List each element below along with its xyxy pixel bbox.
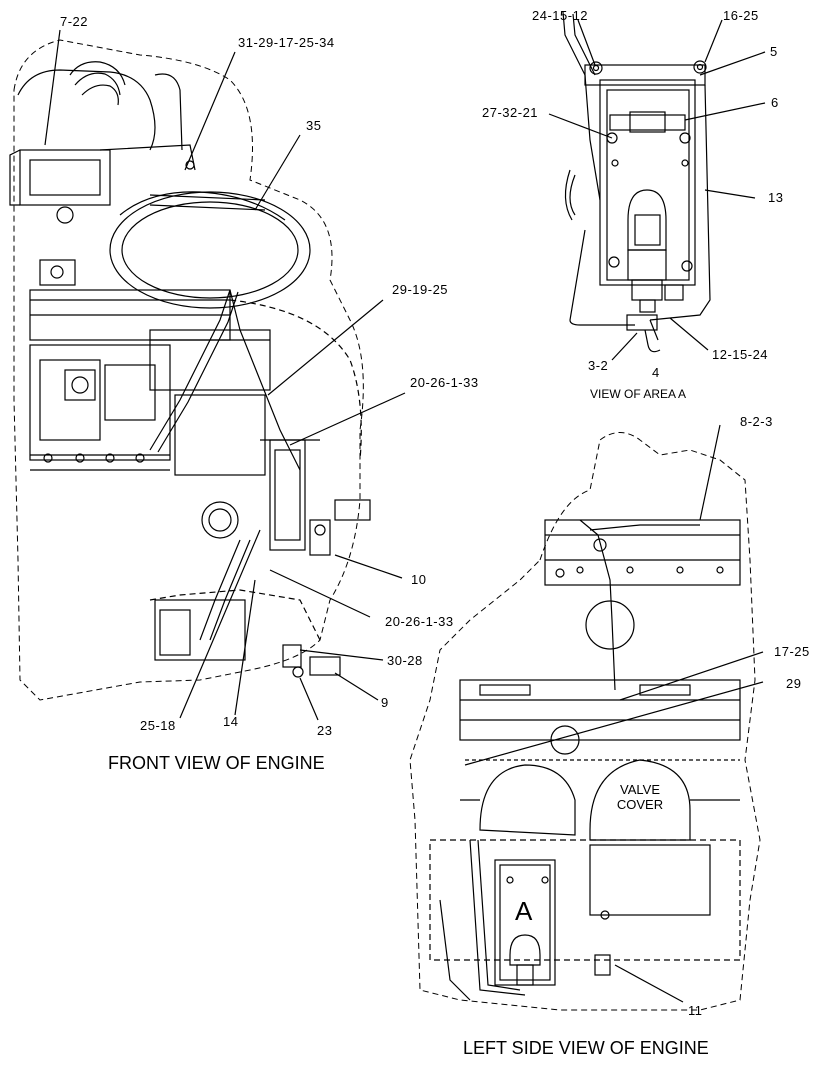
callout-31-29-17-25-34: 31-29-17-25-34 bbox=[238, 35, 335, 50]
callout-23: 23 bbox=[317, 723, 333, 738]
view-area-a-title: VIEW OF AREA A bbox=[590, 387, 687, 401]
callout-35: 35 bbox=[306, 118, 322, 133]
callout-7-22: 7-22 bbox=[60, 14, 89, 29]
valve-cover-label: VALVE COVER bbox=[605, 782, 675, 812]
callout-10: 10 bbox=[411, 572, 427, 587]
callout-24-15-12: 24-15-12 bbox=[532, 8, 589, 23]
callout-20-26-1-33-top: 20-26-1-33 bbox=[410, 375, 479, 390]
left-side-view-drawing bbox=[409, 424, 764, 1011]
callout-27-32-21: 27-32-21 bbox=[482, 105, 539, 120]
callout-12-15-24: 12-15-24 bbox=[712, 347, 769, 362]
callout-30-28: 30-28 bbox=[387, 653, 423, 668]
front-view-title: FRONT VIEW OF ENGINE bbox=[108, 753, 325, 773]
callout-8-2-3: 8-2-3 bbox=[740, 414, 773, 429]
callout-16-25: 16-25 bbox=[723, 8, 759, 23]
callout-14: 14 bbox=[223, 714, 239, 729]
valve-cover-line2: COVER bbox=[616, 797, 664, 812]
callout-11: 11 bbox=[688, 1003, 703, 1018]
callout-29: 29 bbox=[786, 676, 802, 691]
front-view-drawing bbox=[9, 29, 406, 721]
valve-cover-line1: VALVE bbox=[620, 782, 660, 797]
callout-13: 13 bbox=[768, 190, 784, 205]
callout-9: 9 bbox=[381, 695, 389, 710]
callout-3-2: 3-2 bbox=[588, 358, 609, 373]
callout-17-25: 17-25 bbox=[774, 644, 810, 659]
callout-6: 6 bbox=[771, 95, 779, 110]
area-a-marker: A bbox=[515, 896, 533, 926]
area-a-drawing bbox=[548, 11, 766, 361]
callout-20-26-1-33-bottom: 20-26-1-33 bbox=[385, 614, 454, 629]
callout-25-18: 25-18 bbox=[140, 718, 176, 733]
callout-29-19-25: 29-19-25 bbox=[392, 282, 449, 297]
left-side-view-title: LEFT SIDE VIEW OF ENGINE bbox=[463, 1038, 709, 1058]
callout-5: 5 bbox=[770, 44, 778, 59]
callout-4: 4 bbox=[652, 365, 660, 380]
